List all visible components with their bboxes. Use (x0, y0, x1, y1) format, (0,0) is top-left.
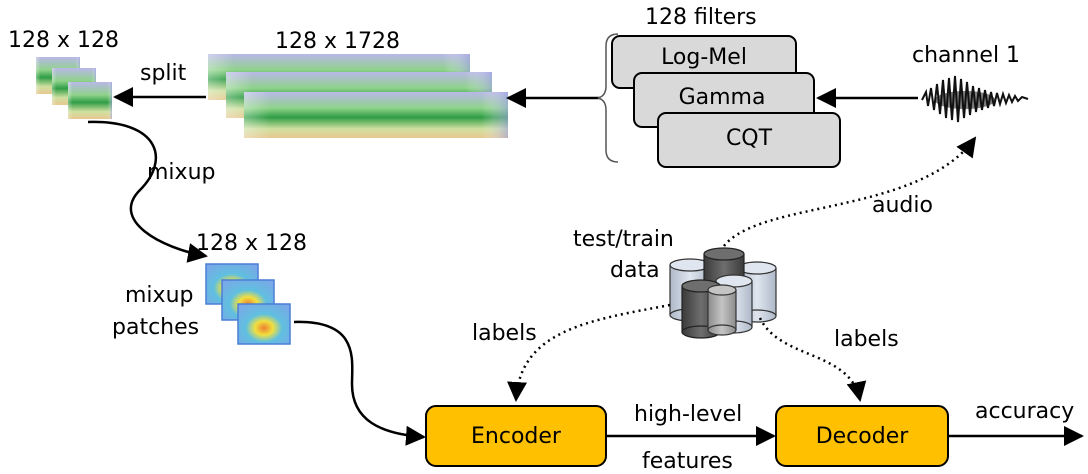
filter-label-cqt: CQT (726, 126, 773, 151)
filter-box-cqt: CQT (657, 112, 841, 168)
channel-label: channel 1 (912, 43, 1020, 68)
long-patch-stack (208, 54, 508, 138)
small-patch-size-label: 128 x 128 (8, 28, 119, 53)
dataset-label-line1: test/train (573, 227, 674, 252)
accuracy-label: accuracy (975, 399, 1074, 424)
data-to-decoder-arrow (758, 317, 867, 402)
mixup-patch-stack (205, 263, 291, 345)
highlevel-label-line2: features (642, 449, 733, 474)
encoder-label: Encoder (471, 424, 562, 449)
filter-label-gamma: Gamma (679, 85, 766, 110)
audio-waveform-icon (921, 75, 1029, 123)
split-label: split (140, 61, 187, 86)
database-icon (669, 247, 777, 339)
decoder-label: Decoder (816, 424, 910, 449)
mixup-arrow (87, 120, 208, 263)
audio-label: audio (872, 193, 933, 218)
mixup-label: mixup (147, 160, 215, 185)
data-to-encoder-arrow (507, 303, 671, 402)
filters-brace (597, 33, 619, 163)
dataset-label-line2: data (610, 258, 660, 283)
decoder-block: Decoder (775, 405, 949, 467)
mixup-patch-size-label: 128 x 128 (196, 231, 307, 256)
data-to-audio-arrow (723, 136, 977, 247)
filters-title: 128 filters (645, 5, 757, 30)
small-patch-stack (36, 57, 112, 119)
mixup-patches-label-line2: patches (112, 315, 199, 340)
labels-left-label: labels (472, 321, 537, 346)
filter-label-log-mel: Log-Mel (661, 45, 747, 70)
mixup-patches-label-line1: mixup (125, 283, 193, 308)
highlevel-label-line1: high-level (634, 402, 742, 427)
long-patch-size-label: 128 x 1728 (275, 29, 400, 54)
labels-right-label: labels (834, 327, 899, 352)
encoder-block: Encoder (425, 405, 607, 467)
patches-to-encoder-arrow (293, 320, 426, 446)
